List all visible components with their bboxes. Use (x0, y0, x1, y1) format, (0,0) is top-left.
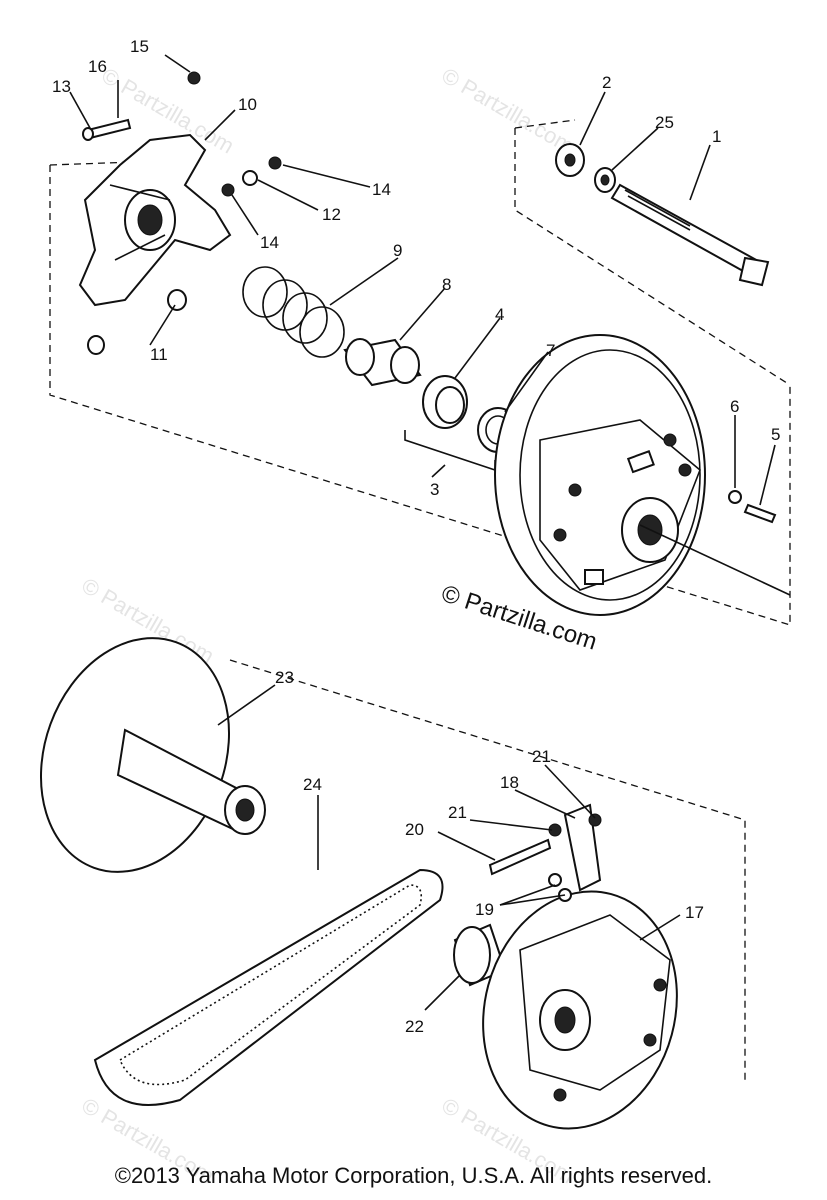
nut-14b (221, 183, 235, 197)
copyright-notice: ©2013 Yamaha Motor Corporation, U.S.A. A… (114, 1163, 713, 1188)
nut-15 (187, 71, 201, 85)
callout-14: 14 (372, 180, 391, 199)
callout-20: 20 (405, 820, 424, 839)
spider-10 (78, 133, 232, 307)
bolt-1 (610, 183, 770, 287)
callout-21: 21 (448, 803, 467, 822)
callout-13: 13 (52, 77, 71, 96)
nut-21b (588, 813, 602, 827)
fixed-sheave-23 (39, 637, 266, 873)
bushing-4 (422, 375, 468, 429)
small-hardware (82, 71, 282, 355)
bolt-5 (743, 503, 777, 524)
pivot-hardware (488, 803, 602, 902)
callout-15: 15 (130, 37, 149, 56)
bolt-11 (87, 335, 105, 355)
pin-13 (86, 118, 132, 140)
v-belt-24 (93, 868, 444, 1106)
assembly-dashed-lines (49, 119, 791, 1080)
callout-8: 8 (442, 275, 451, 294)
nut-11 (167, 289, 187, 311)
callout-4: 4 (495, 305, 504, 324)
secondary-sheave-17 (482, 890, 678, 1130)
callout-3: 3 (430, 480, 439, 499)
callout-11: 11 (150, 345, 168, 364)
collar-12 (242, 170, 258, 186)
callout-labels: 1 2 3 4 5 6 7 8 9 10 11 12 13 14 14 15 1… (52, 37, 780, 1036)
callout-16: 16 (88, 57, 107, 76)
watermark-faint: © Partzilla.com (438, 63, 579, 159)
callout-24: 24 (303, 775, 322, 794)
spring-9 (242, 266, 345, 358)
callout-10: 10 (238, 95, 257, 114)
washer-2 (555, 143, 585, 177)
callout-6: 6 (730, 397, 739, 416)
washer-25 (594, 167, 616, 193)
callout-14: 14 (260, 233, 279, 252)
callout-19: 19 (475, 900, 494, 919)
callout-9: 9 (393, 241, 402, 260)
pin-20 (488, 838, 552, 876)
callout-23: 23 (275, 668, 294, 687)
washer-6 (728, 490, 742, 504)
callout-17: 17 (685, 903, 704, 922)
leader-lines (69, 54, 776, 1011)
callout-22: 22 (405, 1017, 424, 1036)
callout-1: 1 (712, 127, 721, 146)
nut-14a (268, 156, 282, 170)
callout-7: 7 (546, 341, 555, 360)
callout-5: 5 (771, 425, 780, 444)
callout-21: 21 (532, 747, 551, 766)
callout-12: 12 (322, 205, 341, 224)
sleeve-8 (343, 338, 422, 387)
arm-18 (563, 803, 602, 892)
callout-18: 18 (500, 773, 519, 792)
bolt-19a (548, 873, 562, 887)
callout-25: 25 (655, 113, 674, 132)
primary-sheave (494, 334, 791, 616)
callout-2: 2 (602, 73, 611, 92)
